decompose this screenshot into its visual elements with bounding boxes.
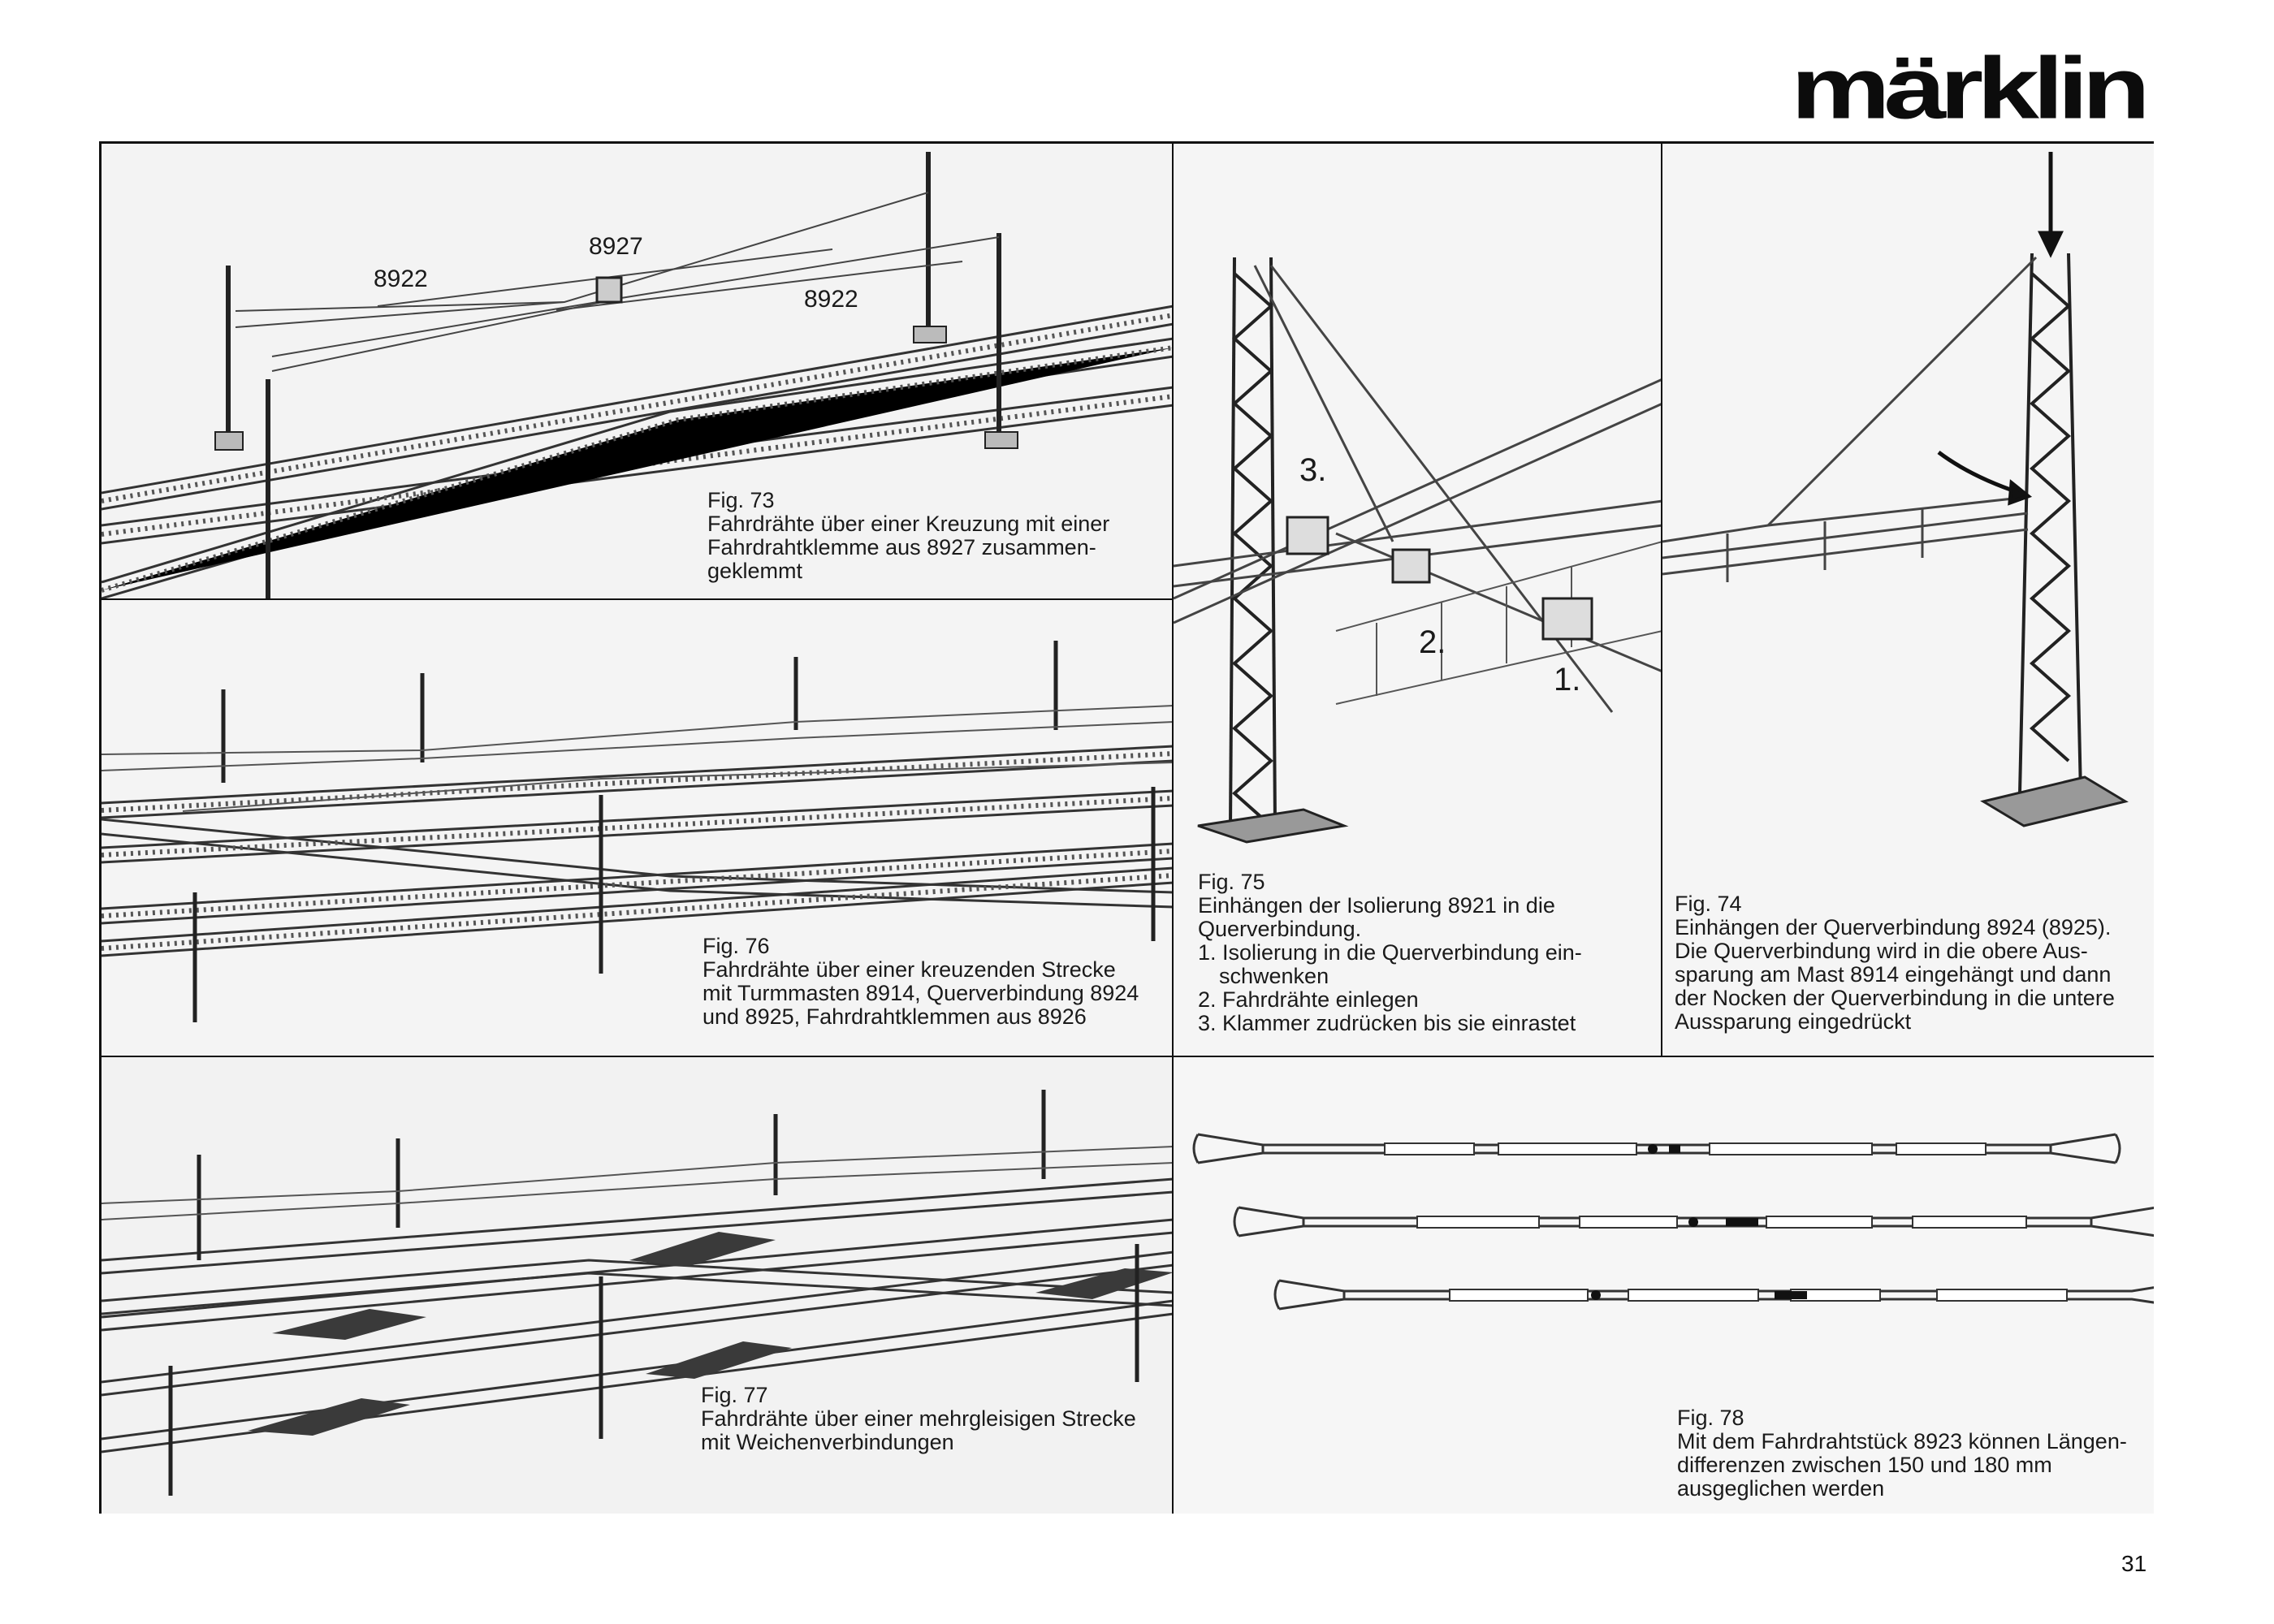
fig78-label: Fig. 78 [1677,1406,1744,1430]
divider-right-top [1661,144,1662,1057]
fig76-text-line: mit Turmmasten 8914, Querverbindung 8924 [703,981,1139,1005]
fig73-panel: 8922 8927 8922 Fig. 73 Fahrdrähte über e… [102,144,1174,600]
fig73-text-line: geklemmt [707,559,803,583]
fig76-illustration [102,600,1174,1057]
divider-left-column [1172,144,1174,1514]
fig73-label: Fig. 73 [707,488,775,512]
fig74-text-line: Die Querverbindung wird in die obere Aus… [1675,939,2088,963]
fig75-label: Fig. 75 [1198,870,1265,894]
divider-fig73-fig76 [102,598,1174,600]
fig73-caption: Fig. 73 Fahrdrähte über einer Kreuzung m… [707,489,1109,583]
marklin-logo: märklin [1791,39,2151,137]
fig75-panel: 3. 2. 1. Fig. 75 Einhängen der Isolierun… [1174,144,1662,1057]
fig74-text-line: Einhängen der Querverbindung 8924 (8925)… [1675,915,2112,939]
fig74-text-line: sparung am Mast 8914 eingehängt und dann [1675,962,2112,987]
fig76-label: Fig. 76 [703,934,770,958]
fig77-panel: Fig. 77 Fahrdrähte über einer mehrgleisi… [102,1057,1174,1514]
figure-frame: 8922 8927 8922 Fig. 73 Fahrdrähte über e… [99,141,2154,1514]
fig76-panel: Fig. 76 Fahrdrähte über einer kreuzenden… [102,600,1174,1057]
fig77-text-line: Fahrdrähte über einer mehrgleisigen Stre… [701,1406,1136,1431]
divider-middle-row [102,1056,2154,1057]
fig78-caption: Fig. 78 Mit dem Fahrdrahtstück 8923 könn… [1677,1406,2127,1501]
fig78-text-line: differenzen zwischen 150 und 180 mm [1677,1453,2052,1477]
fig76-caption: Fig. 76 Fahrdrähte über einer kreuzenden… [703,935,1139,1029]
fig75-text-line: Querverbindung. [1198,917,1362,941]
fig76-text-line: und 8925, Fahrdrahtklemmen aus 8926 [703,1004,1087,1029]
fig75-text-line: schwenken [1219,964,1329,988]
part-label-8927: 8927 [589,233,643,260]
fig74-caption: Fig. 74 Einhängen der Querverbindung 892… [1675,892,2115,1034]
fig78-text-line: ausgeglichen werden [1677,1476,1885,1501]
fig77-text-line: mit Weichenverbindungen [701,1430,954,1454]
fig74-text-line: Aussparung eingedrückt [1675,1009,1912,1034]
fig77-caption: Fig. 77 Fahrdrähte über einer mehrgleisi… [701,1384,1136,1454]
fig78-illustration [1174,1057,2154,1514]
fig74-label: Fig. 74 [1675,892,1742,916]
fig78-text-line: Mit dem Fahrdrahtstück 8923 können Länge… [1677,1429,2127,1453]
fig73-illustration [102,144,1174,600]
fig75-text-line: 1. Isolierung in die Querverbindung ein- [1198,940,1582,965]
fig75-step-1: 1. [1554,662,1581,698]
fig75-step-3: 3. [1299,452,1327,488]
fig75-text-line: 3. Klammer zudrücken bis sie einrastet [1198,1011,1576,1035]
fig77-label: Fig. 77 [701,1383,768,1407]
fig75-step-2: 2. [1419,624,1446,660]
fig77-illustration [102,1057,1174,1514]
fig75-text-line: Einhängen der Isolierung 8921 in die [1198,893,1555,918]
page-number: 31 [2121,1551,2147,1576]
fig73-text-line: Fahrdrähte über einer Kreuzung mit einer [707,512,1110,536]
fig73-text-line: Fahrdrahtklemme aus 8927 zusammen- [707,535,1096,559]
fig75-caption: Fig. 75 Einhängen der Isolierung 8921 in… [1198,870,1582,1035]
fig75-text-line: 2. Fahrdrähte einlegen [1198,987,1419,1012]
fig78-panel: Fig. 78 Mit dem Fahrdrahtstück 8923 könn… [1174,1057,2154,1514]
part-label-8922-right: 8922 [804,286,858,313]
fig74-panel: Fig. 74 Einhängen der Querverbindung 892… [1662,144,2154,1057]
part-label-8922-left: 8922 [374,266,428,292]
fig74-text-line: der Nocken der Querverbindung in die unt… [1675,986,2115,1010]
fig75-illustration [1174,144,1662,1057]
fig76-text-line: Fahrdrähte über einer kreuzenden Strecke [703,957,1116,982]
fig74-illustration [1662,144,2154,1057]
